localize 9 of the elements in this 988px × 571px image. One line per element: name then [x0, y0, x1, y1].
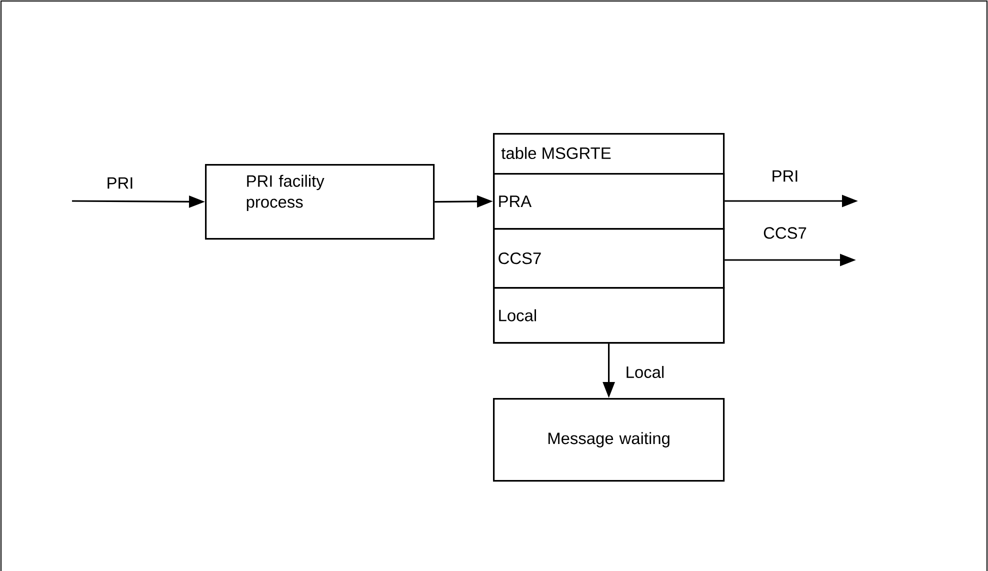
table-row: CCS7	[493, 228, 725, 289]
edge-label: CCS7	[762, 226, 808, 240]
edge-label: PRI	[770, 169, 800, 183]
process-box: PRI facility process	[205, 164, 435, 240]
edge-label: Local	[624, 364, 666, 380]
table-row: Local	[493, 287, 725, 344]
edge-label: PRI	[105, 176, 135, 190]
process-box: Message waiting	[493, 398, 725, 482]
table-row: PRA	[493, 173, 725, 230]
